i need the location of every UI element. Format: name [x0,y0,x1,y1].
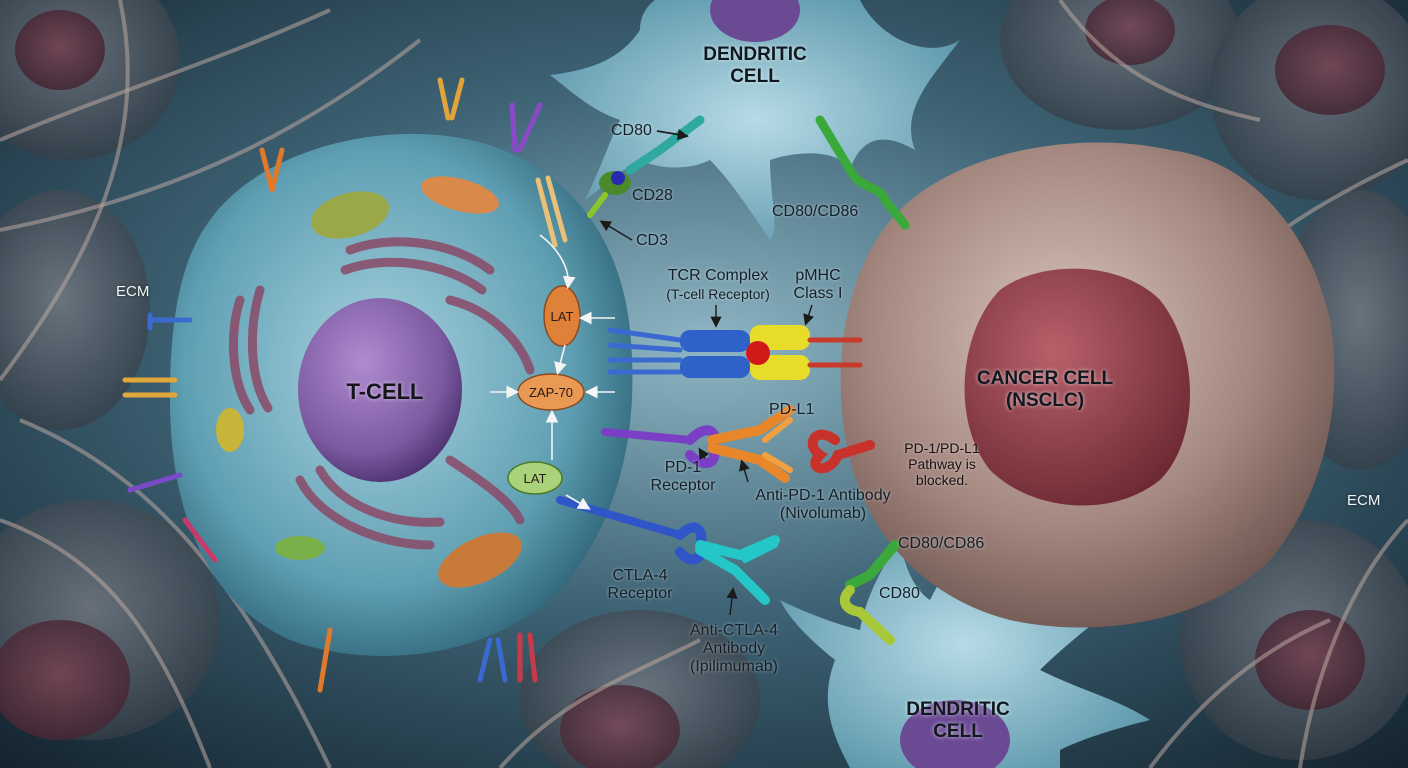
annotation-line1: PD-1/PD-L1 [904,440,980,456]
pdl1-label: PD-L1 [769,401,815,418]
cancer-line2: (NSCLC) [1005,390,1085,411]
annotation-line2: Pathway is [908,456,976,472]
ctla4-line1: CTLA-4 [612,567,668,584]
pmhc-label: pMHC Class I [786,267,850,303]
dendritic-top-line2: CELL [730,66,780,87]
anti-pd1-line2: (Nivolumab) [779,505,867,522]
dendritic-cell-top-label: DENDRITIC CELL [690,44,820,88]
pd1-line2: Receptor [650,477,716,494]
dendritic-cell-bottom-label: DENDRITIC CELL [888,699,1028,743]
anti-pd1-label: Anti-PD-1 Antibody (Nivolumab) [738,487,908,523]
anti-ctla4-line2: Antibody [702,640,766,657]
cd28-label: CD28 [632,187,673,204]
anti-ctla4-line1: Anti-CTLA-4 [689,622,779,639]
t-cell-label: T-CELL [346,379,424,404]
zap70-label: ZAP-70 [528,385,574,400]
ctla4-receptor-label: CTLA-4 Receptor [598,567,682,603]
cd3-label: CD3 [636,232,669,249]
cancer-cell-label: CANCER CELL (NSCLC) [960,368,1130,412]
dendritic-bottom-line1: DENDRITIC [906,699,1010,720]
dendritic-cell-top-shape [550,0,960,240]
dendritic-top-line1: DENDRITIC [703,44,807,65]
pathway-blocked-annotation: PD-1/PD-L1 Pathway is blocked. [892,440,992,488]
cd80-cd86-top-label: CD80/CD86 [772,203,859,220]
ctla4-line2: Receptor [607,585,673,602]
cd80-top-label: CD80 [611,122,652,139]
pmhc-line2: Class I [793,285,843,302]
tcr-complex-label: TCR Complex (T-cell Receptor) [654,267,782,303]
dendritic-bottom-line2: CELL [933,721,983,742]
signaling-arrows [490,234,615,510]
pd1-line1: PD-1 [664,459,702,476]
cd80-cd86-bottom-label: CD80/CD86 [898,535,985,552]
anti-pd1-line1: Anti-PD-1 Antibody [755,487,891,504]
pd1-pdl1-molecules [601,405,875,483]
ecm-left-label: ECM [116,283,150,300]
pd1-receptor-label: PD-1 Receptor [638,459,728,495]
dendritic-cell-bottom-shape [780,520,1150,768]
ecm-right-label: ECM [1347,492,1381,509]
tcr-line1: TCR Complex [667,267,769,284]
lat-top-label: LAT [550,309,574,324]
cancer-line1: CANCER CELL [976,368,1114,389]
cancer-cell-shape [840,142,1335,628]
cd80-bottom-label: CD80 [879,585,920,602]
anti-ctla4-label: Anti-CTLA-4 Antibody (Ipilimumab) [672,622,796,676]
anti-ctla4-line3: (Ipilimumab) [689,658,778,675]
tcr-line2: (T-cell Receptor) [666,286,770,302]
tcr-pmhc-complex-shape [607,325,863,380]
lat-bottom-label: LAT [523,471,547,486]
pmhc-line1: pMHC [795,267,841,284]
annotation-line3: blocked. [915,472,969,488]
pointer-arrows [599,129,814,616]
t-cell-shape [170,133,633,656]
t-cell-surface-receptors [122,77,543,693]
signaling-pills [507,285,585,495]
